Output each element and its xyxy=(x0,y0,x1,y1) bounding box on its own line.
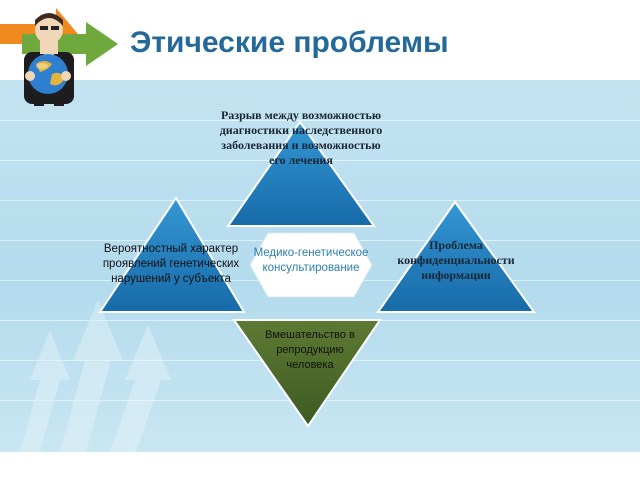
top-triangle xyxy=(226,120,376,227)
left-triangle-text: Вероятностный характер проявлений генети… xyxy=(102,243,240,285)
bottom-triangle-text: Вмешательство в репродукцию человека xyxy=(265,329,355,371)
right-triangle xyxy=(376,200,536,313)
center-hexagon-text: Медико-генетическое консультирование xyxy=(253,247,369,274)
bottom-band xyxy=(0,452,640,480)
center-hexagon xyxy=(249,232,373,298)
businessman-globe-logo xyxy=(0,8,118,106)
top-triangle-text: Разрыв между возможностью диагностики на… xyxy=(219,108,383,167)
bottom-triangle xyxy=(232,319,382,428)
left-triangle xyxy=(98,196,246,313)
diagram-shapes xyxy=(20,120,536,452)
background-arrows xyxy=(20,300,171,452)
ethics-diagram: Разрыв между возможностью диагностики на… xyxy=(0,80,640,452)
right-triangle-text: Проблема конфиденциальности информации xyxy=(397,238,515,282)
slide-title: Этические проблемы xyxy=(130,26,449,59)
